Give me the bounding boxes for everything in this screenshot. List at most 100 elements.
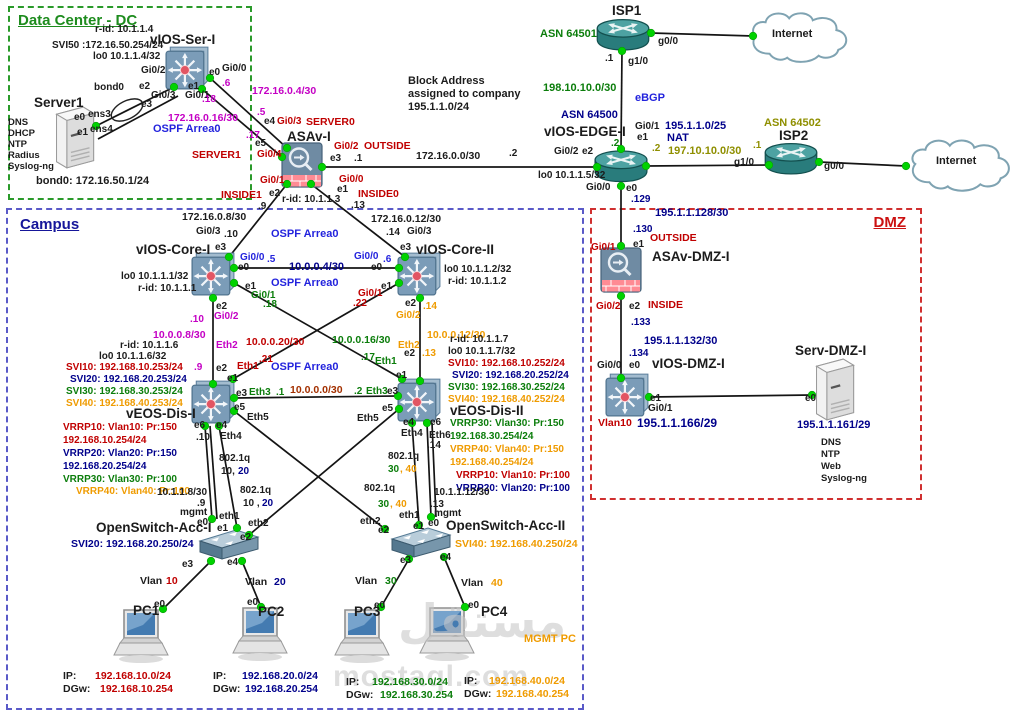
link-7: [650, 32, 754, 37]
label: 20: [274, 576, 286, 588]
label: .6: [222, 78, 231, 89]
link-0: [95, 86, 175, 127]
label: IP:: [213, 670, 227, 682]
label: Gi0/1: [185, 90, 210, 101]
label: VRRP40: Vlan40: Pr:100: [76, 486, 190, 497]
node-asav-dmz-i[interactable]: [600, 243, 642, 297]
label: .13: [430, 499, 444, 510]
label: r-id: 10.1.1.7: [450, 334, 509, 345]
node-title-veos-dis-ii: vEOS-Dis-II: [450, 403, 524, 418]
label: 20: [262, 498, 274, 509]
label: e1: [637, 132, 649, 143]
label: r-id: 10.1.1.4: [95, 24, 154, 35]
node-title-pc3: PC3: [354, 604, 381, 619]
label: 30: [385, 575, 397, 587]
node-internet-2[interactable]: [901, 135, 1019, 195]
node-title-vios-dmz-i: vIOS-DMZ-I: [652, 356, 725, 371]
link-10: [818, 161, 907, 167]
node-title-vios-core-ii: vIOS-Core-II: [416, 242, 495, 257]
label: 195.1.1.0/25: [665, 120, 727, 132]
label: Eth2: [398, 340, 420, 351]
node-asav-i[interactable]: [281, 142, 323, 188]
label: e1: [217, 523, 229, 534]
label: e0: [629, 360, 641, 371]
label: VRRP40: Vlan40: Pr:150: [450, 444, 564, 455]
label: e0: [197, 517, 209, 528]
label: e2: [405, 298, 417, 309]
label: Gi0/4: [257, 149, 282, 160]
label: e1: [381, 281, 393, 292]
node-title-openswitch-acc-ii: OpenSwitch-Acc-II: [446, 518, 566, 533]
label: e2: [629, 301, 641, 312]
node-pc4[interactable]: [416, 606, 478, 664]
label: 172.16.0.8/30: [182, 211, 247, 223]
label: Gi0/0: [586, 182, 611, 193]
node-title-isp2: ISP2: [779, 128, 809, 143]
label: 192.168.40.254: [496, 688, 569, 700]
node-vios-edge-i[interactable]: [593, 146, 649, 186]
label: 10.0.0.0/30: [290, 384, 343, 396]
label: r-id: 10.1.1.6: [120, 340, 179, 351]
label: IP:: [63, 670, 77, 682]
label: e2: [139, 81, 151, 92]
node-veos-dis-i[interactable]: [190, 380, 236, 424]
node-title-openswitch-acc-i: OpenSwitch-Acc-I: [96, 520, 212, 535]
label: DGw:: [346, 689, 374, 701]
node-openswitch-acc-ii[interactable]: [390, 522, 452, 560]
node-isp1[interactable]: [595, 17, 651, 52]
label: OSPF Arrea0: [271, 277, 339, 289]
label: e0: [428, 518, 440, 529]
node-veos-dis-ii[interactable]: [396, 378, 442, 422]
label: Gi0/1: [591, 242, 616, 253]
label: lo0 10.1.1.2/32: [444, 264, 512, 275]
node-pc2[interactable]: [229, 606, 291, 664]
node-isp2[interactable]: [763, 141, 819, 176]
label: SVI40: 192.168.40.252/24: [448, 394, 565, 405]
node-title-server1: Server1: [34, 95, 84, 110]
label: SERVER1: [192, 149, 241, 161]
label: Eth3: [366, 386, 388, 397]
node-pc3[interactable]: [331, 608, 393, 666]
node-title-isp1: ISP1: [612, 3, 642, 18]
node-vios-dmz-i[interactable]: [604, 373, 650, 417]
label: Gi0/2: [554, 146, 579, 157]
node-vios-ser-i[interactable]: [164, 46, 210, 90]
node-server1[interactable]: [48, 104, 98, 172]
label: e4: [264, 116, 276, 127]
node-title-pc2: PC2: [258, 604, 285, 619]
label: IP:: [346, 676, 360, 688]
label: Gi0/2: [214, 311, 239, 322]
label: .130: [633, 224, 653, 235]
label: Gi0/1: [260, 175, 285, 186]
label: e2: [269, 188, 281, 199]
region-campus-box: Campus: [6, 208, 584, 710]
node-vios-core-i[interactable]: [190, 252, 236, 296]
label: INSIDE: [648, 299, 684, 311]
node-vios-core-ii[interactable]: [396, 252, 442, 296]
label: VRRP30: Vlan30: Pr:100: [63, 474, 177, 485]
node-pc1[interactable]: [110, 608, 172, 666]
label: Eth2: [216, 340, 238, 351]
node-serv-dmz-i[interactable]: [808, 356, 858, 424]
label: g1/0: [734, 157, 755, 168]
node-title-veos-dis-i: vEOS-Dis-I: [126, 406, 196, 421]
label: SVI30: 192.168.30.253/24: [66, 386, 183, 397]
label: g1/0: [628, 56, 649, 67]
link-15: [233, 282, 403, 380]
link-24: [204, 425, 213, 520]
label: SVI30: 192.168.30.252/24: [448, 382, 565, 393]
node-title-serv-dmz-i: Serv-DMZ-I: [795, 343, 867, 358]
node-internet-1[interactable]: [742, 8, 856, 66]
label: , 40: [390, 499, 407, 510]
label: SVI20: 192.168.20.253/24: [70, 374, 187, 385]
label: 802.1q: [364, 483, 396, 494]
label: g0/0: [658, 36, 679, 47]
label: Vlan: [461, 577, 484, 589]
label: OUTSIDE: [364, 140, 411, 152]
label: e4: [216, 420, 228, 431]
label: VRRP20: Vlan20: Pr:150: [63, 448, 177, 459]
label: 30: [388, 464, 400, 475]
label: Gi0/0: [597, 360, 622, 371]
label: e0: [238, 262, 250, 273]
node-openswitch-acc-i[interactable]: [198, 524, 260, 562]
